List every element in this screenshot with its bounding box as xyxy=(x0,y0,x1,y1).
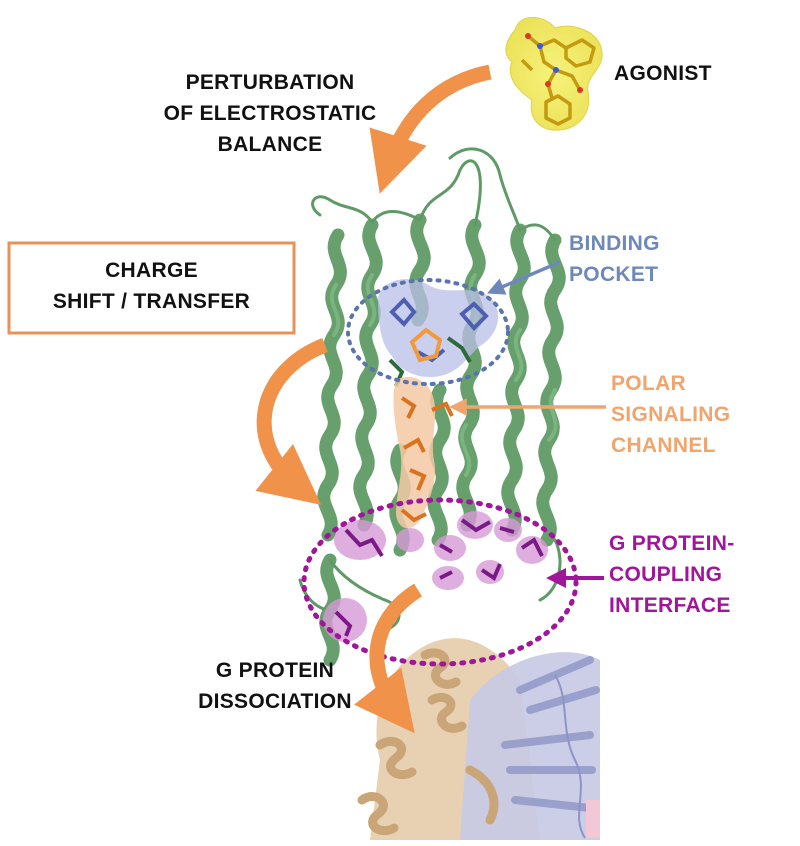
charge-shift-box xyxy=(7,241,296,335)
coupling-interface-label: G PROTEIN- COUPLING INTERFACE xyxy=(609,528,735,621)
agonist-label-text: AGONIST xyxy=(614,62,712,85)
perturbation-arrow xyxy=(369,64,492,194)
binding-pocket-pointer xyxy=(486,260,561,295)
dissociation-line-1: G PROTEIN xyxy=(215,659,335,682)
perturbation-line-3: BALANCE xyxy=(217,133,323,156)
dissociation-arrow xyxy=(354,583,423,734)
perturbation-label: PERTURBATION OF ELECTROSTATIC BALANCE xyxy=(130,67,410,160)
perturbation-line-2: OF ELECTROSTATIC xyxy=(163,102,377,125)
coupling-interface-line-2: COUPLING xyxy=(609,563,723,586)
polar-channel-label: POLAR SIGNALING CHANNEL xyxy=(611,368,730,461)
binding-pocket-surface xyxy=(378,278,499,387)
charge-shift-line-1: CHARGE xyxy=(105,259,198,282)
dissociation-line-2: DISSOCIATION xyxy=(198,690,352,713)
coupling-interface-line-1: G PROTEIN- xyxy=(609,532,735,555)
polar-channel-line-1: POLAR xyxy=(611,372,686,395)
polar-channel-line-3: CHANNEL xyxy=(611,434,716,457)
polar-signaling-channel-surface xyxy=(393,376,454,529)
g-protein-structure xyxy=(348,638,600,840)
binding-pocket-line-1: BINDING xyxy=(569,232,660,255)
charge-shift-line-2: SHIFT / TRANSFER xyxy=(52,290,251,313)
coupling-interface-line-3: INTERFACE xyxy=(609,594,731,617)
coupling-interface-surface xyxy=(323,511,548,642)
charge-shift-label: CHARGE SHIFT / TRANSFER xyxy=(9,255,294,317)
agonist-label: AGONIST xyxy=(614,58,712,89)
charge-shift-arrow xyxy=(255,338,328,505)
dissociation-label: G PROTEIN DISSOCIATION xyxy=(165,655,385,717)
perturbation-line-1: PERTURBATION xyxy=(185,71,355,94)
binding-pocket-line-2: POCKET xyxy=(569,263,659,286)
polar-channel-line-2: SIGNALING xyxy=(611,403,731,426)
agonist-molecule xyxy=(505,16,603,131)
coupling-interface-outline xyxy=(301,497,579,667)
binding-pocket-label: BINDING POCKET xyxy=(569,228,660,290)
binding-pocket-outline xyxy=(346,278,510,386)
